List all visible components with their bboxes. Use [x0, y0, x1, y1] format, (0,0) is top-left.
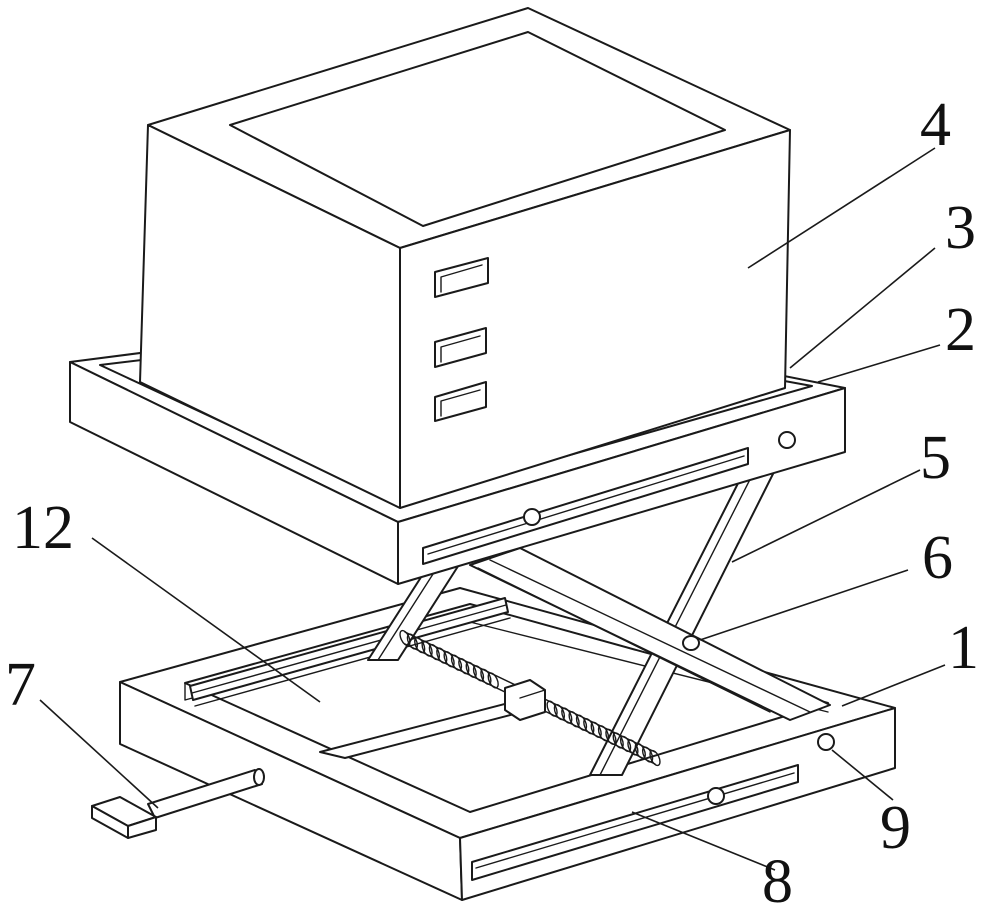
- leader-4: [747, 147, 936, 269]
- label-2: 2: [945, 296, 976, 364]
- leader-7: [39, 699, 159, 809]
- part-labels: 4 3 2 5 6 1 9 8 7 12: [5, 91, 979, 912]
- base-pin: [817, 733, 835, 751]
- crank-handle: [91, 768, 265, 839]
- leader-12: [91, 537, 321, 703]
- drawer-handle-2: [434, 327, 487, 368]
- leader-3: [789, 247, 936, 369]
- label-9: 9: [880, 794, 911, 862]
- label-7: 7: [5, 651, 36, 719]
- leader-lines: [39, 147, 946, 871]
- label-12: 12: [12, 494, 74, 562]
- label-1: 1: [948, 614, 979, 682]
- base-roller: [707, 787, 725, 805]
- label-8: 8: [762, 848, 793, 912]
- label-5: 5: [920, 424, 951, 492]
- drawer-handle-3: [434, 381, 487, 422]
- screw-nut: [504, 679, 546, 721]
- leader-5: [731, 469, 921, 563]
- leader-8: [631, 811, 776, 871]
- leader-2: [817, 344, 941, 383]
- label-4: 4: [920, 91, 951, 159]
- leader-1: [841, 664, 946, 707]
- label-6: 6: [922, 524, 953, 592]
- drawer-handle-1: [434, 257, 489, 298]
- pivot-pin: [682, 635, 700, 651]
- platform-slot: [422, 447, 749, 565]
- leader-6: [699, 569, 909, 641]
- leader-9: [831, 749, 894, 801]
- cabinet-box: [139, 7, 791, 509]
- label-3: 3: [945, 194, 976, 262]
